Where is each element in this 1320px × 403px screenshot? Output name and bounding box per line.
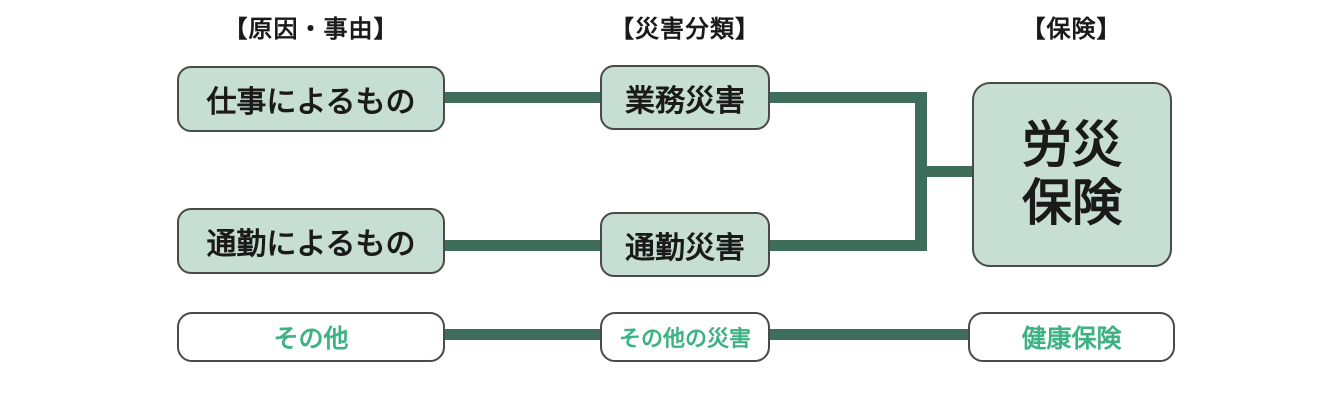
node-class-other: その他の災害: [600, 312, 770, 362]
node-insurance-health: 健康保険: [968, 312, 1175, 362]
node-insurance-rosai: 労災 保険: [972, 82, 1172, 267]
column-header-cause: 【原因・事由】: [223, 16, 399, 43]
rosai-line-2: 保険: [1022, 174, 1122, 231]
node-class-commute: 通勤災害: [600, 212, 770, 277]
node-insurance-rosai-label: 労災 保険: [1022, 117, 1122, 232]
node-cause-work: 仕事によるもの: [177, 66, 445, 132]
connector-class-work-to-junction: [767, 92, 918, 103]
column-header-insurance: 【保険】: [1021, 16, 1122, 43]
connector-commute-to-class: [443, 240, 603, 251]
connector-class-other-to-health: [767, 329, 971, 340]
connector-junction-to-rosai: [925, 166, 975, 177]
connector-other-to-class: [443, 329, 603, 340]
connector-work-to-class: [443, 92, 603, 103]
node-cause-other: その他: [177, 312, 445, 362]
connector-class-commute-to-junction: [767, 240, 918, 251]
rosai-line-1: 労災: [1022, 117, 1122, 173]
connector-junction-vertical: [915, 92, 927, 251]
column-header-classification: 【災害分類】: [610, 16, 760, 43]
node-class-work: 業務災害: [600, 65, 770, 130]
node-cause-commute: 通勤によるもの: [177, 208, 445, 274]
